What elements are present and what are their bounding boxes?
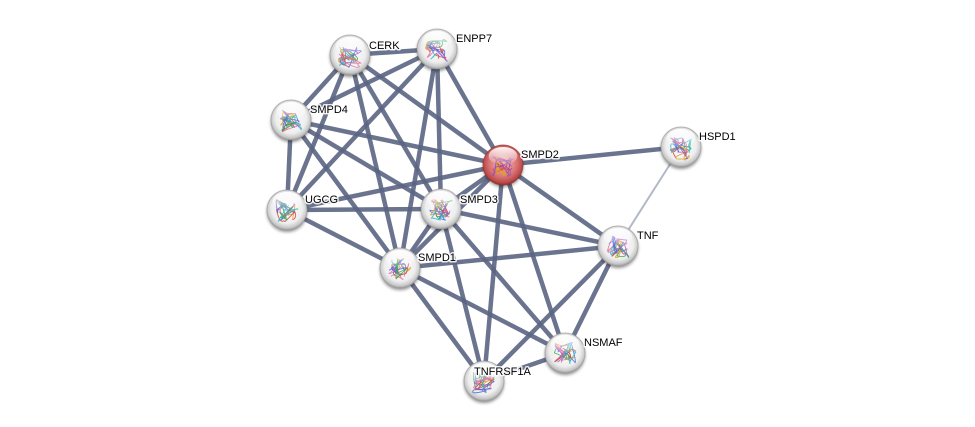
node-gloss-highlight bbox=[335, 37, 365, 55]
node-label-smpd3: SMPD3 bbox=[460, 194, 498, 206]
node-smpd1[interactable]: SMPD1 bbox=[379, 247, 457, 289]
node-label-ugcg: UGCG bbox=[305, 194, 338, 206]
node-label-smpd1: SMPD1 bbox=[418, 252, 456, 264]
node-nsmaf[interactable]: NSMAF bbox=[544, 332, 624, 374]
node-smpd3[interactable]: SMPD3 bbox=[420, 188, 499, 230]
node-gloss-highlight bbox=[666, 129, 696, 147]
edge-cerk-ugcg[interactable] bbox=[284, 52, 353, 213]
node-rim bbox=[266, 189, 308, 231]
node-smpd2[interactable]: SMPD2 bbox=[482, 144, 560, 186]
node-gloss-highlight bbox=[550, 335, 580, 353]
node-gloss-highlight bbox=[603, 228, 633, 246]
node-rim bbox=[420, 188, 462, 230]
node-gloss-highlight bbox=[488, 147, 518, 165]
node-gloss-highlight bbox=[276, 102, 306, 120]
node-rim bbox=[544, 332, 586, 374]
node-tnfrsf1a[interactable]: TNFRSF1A bbox=[463, 360, 533, 402]
edge-ugcg-smpd1[interactable] bbox=[284, 207, 403, 271]
node-cerk[interactable]: CERK bbox=[329, 34, 402, 76]
node-hspd1[interactable]: HSPD1 bbox=[660, 126, 737, 168]
node-rim bbox=[482, 144, 524, 186]
node-gloss-highlight bbox=[422, 31, 452, 49]
node-label-smpd2: SMPD2 bbox=[521, 149, 559, 161]
node-rim bbox=[270, 99, 312, 141]
node-rim bbox=[416, 28, 458, 70]
node-label-cerk: CERK bbox=[369, 40, 400, 52]
node-label-nsmaf: NSMAF bbox=[584, 337, 623, 349]
node-gloss-highlight bbox=[469, 363, 499, 381]
node-rim bbox=[597, 225, 639, 267]
edge-smpd1-tnfrsf1a[interactable] bbox=[397, 265, 487, 384]
edge-enpp7-smpd2[interactable] bbox=[434, 46, 506, 168]
edge-smpd3-tnf[interactable] bbox=[438, 206, 621, 249]
node-rim bbox=[463, 360, 505, 402]
edge-enpp7-smpd1[interactable] bbox=[397, 46, 440, 271]
node-label-smpd4: SMPD4 bbox=[310, 104, 348, 116]
edge-smpd2-hspd1[interactable] bbox=[500, 144, 684, 168]
edge-tnf-tnfrsf1a[interactable] bbox=[481, 243, 621, 384]
node-label-tnf: TNF bbox=[637, 230, 659, 242]
node-rim bbox=[379, 247, 421, 289]
edge-cerk-smpd1[interactable] bbox=[347, 52, 403, 271]
node-smpd4[interactable]: SMPD4 bbox=[270, 99, 349, 141]
edge-enpp7-smpd4[interactable] bbox=[288, 46, 440, 123]
edge-smpd4-smpd1[interactable] bbox=[288, 117, 403, 271]
edge-smpd4-smpd2[interactable] bbox=[288, 117, 506, 168]
edge-ugcg-smpd3[interactable] bbox=[284, 206, 444, 213]
edge-smpd2-tnf[interactable] bbox=[500, 162, 621, 249]
node-rim bbox=[660, 126, 702, 168]
node-gloss-highlight bbox=[426, 191, 456, 209]
edge-smpd1-tnf[interactable] bbox=[397, 243, 621, 271]
node-label-enpp7: ENPP7 bbox=[456, 33, 492, 45]
edge-enpp7-smpd3[interactable] bbox=[434, 46, 444, 212]
edge-smpd2-nsmaf[interactable] bbox=[500, 162, 568, 356]
edge-smpd3-nsmaf[interactable] bbox=[438, 206, 568, 356]
edge-enpp7-ugcg[interactable] bbox=[284, 46, 440, 213]
node-gloss-highlight bbox=[385, 250, 415, 268]
edge-ugcg-smpd2[interactable] bbox=[284, 162, 506, 213]
edges-layer bbox=[284, 46, 684, 384]
edge-smpd1-nsmaf[interactable] bbox=[397, 265, 568, 356]
node-gloss-highlight bbox=[272, 192, 302, 210]
edge-smpd3-tnfrsf1a[interactable] bbox=[438, 206, 487, 384]
edge-smpd4-smpd3[interactable] bbox=[288, 117, 444, 212]
node-rim bbox=[329, 34, 371, 76]
node-enpp7[interactable]: ENPP7 bbox=[416, 28, 494, 70]
node-label-hspd1: HSPD1 bbox=[699, 131, 736, 143]
node-label-tnfrsf1a: TNFRSF1A bbox=[474, 366, 532, 378]
node-tnf[interactable]: TNF bbox=[597, 225, 660, 267]
node-ugcg[interactable]: UGCG bbox=[266, 189, 340, 231]
